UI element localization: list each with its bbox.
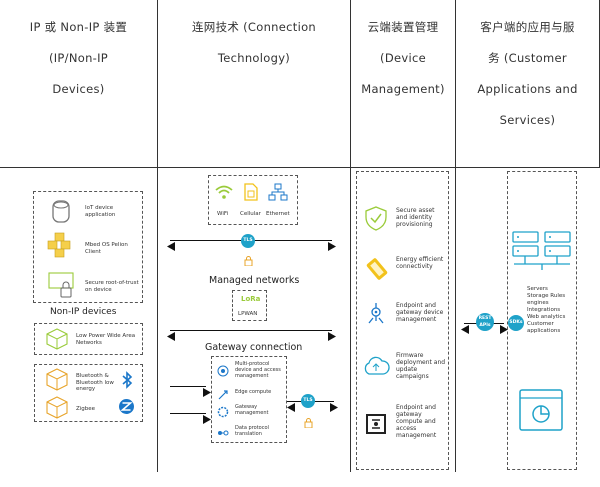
gateway-item-1: Multi-protocol device and access managem… [235, 361, 281, 379]
arrow-right-icon [203, 409, 211, 424]
gateway-management-icon [217, 403, 229, 418]
arrow-right-icon [328, 236, 336, 251]
iot-device-icon [49, 199, 73, 225]
arrow-left-icon [287, 397, 295, 412]
managed-networks-title: Managed networks [209, 275, 300, 286]
bluetooth-zigbee-box [34, 364, 143, 422]
arrow-right-icon [330, 397, 338, 412]
ip-devices-box [33, 191, 143, 303]
tls-badge-gateway: TLS [301, 394, 315, 408]
gateway-item-3: Gateway management [235, 404, 269, 416]
non-ip-title: Non-IP devices [50, 307, 117, 317]
bluetooth-icon [120, 371, 134, 389]
energy-icon [364, 256, 390, 282]
mbed-cubes-icon [45, 232, 75, 260]
mgmt-item-5: Endpoint and gateway compute and access … [396, 404, 437, 439]
data-translation-icon [217, 424, 229, 436]
lpwan-label: LPWAN [238, 311, 258, 317]
mgmt-item-3: Endpoint and gateway device management [396, 302, 444, 323]
edge-compute-icon [217, 386, 229, 400]
tls-badge: TLS [241, 234, 255, 248]
managed-network-line [170, 330, 332, 331]
gateway-input-line-2 [170, 413, 206, 414]
non-ip-item-1-label: Low Power Wide Area Networks [76, 333, 136, 346]
ip-item-2-label: Mbed OS Pelion Client [85, 242, 128, 255]
arrow-left-icon [167, 236, 175, 251]
arrow-left-icon [461, 319, 469, 334]
rest-api-badge: REST APIs [476, 313, 494, 331]
gateway-box [211, 356, 287, 443]
cellular-label: Cellular [240, 211, 261, 217]
lora-label: LoRa [241, 295, 261, 303]
wifi-icon [215, 184, 233, 200]
zigbee-icon [118, 398, 135, 415]
mgmt-item-4: Firmware deployment and update campaigns [396, 352, 446, 380]
gateway-connection-title: Gateway connection [205, 342, 303, 353]
cloud-update-icon [362, 355, 390, 377]
col-divider-1 [157, 0, 158, 472]
mgmt-item-2: Energy efficient connectivity [396, 256, 444, 270]
cellular-sim-icon [244, 183, 258, 201]
secure-root-icon [48, 272, 78, 300]
col-divider-2 [350, 0, 351, 472]
non-ip-item-3-label: Zigbee [76, 406, 96, 412]
wifi-label: WiFi [217, 211, 229, 217]
ethernet-label: Ethernet [266, 211, 290, 217]
servers-icon [512, 226, 572, 272]
zigbee-cube-icon [45, 396, 69, 420]
arrow-right-icon [500, 319, 508, 334]
lpwan-box [232, 290, 267, 321]
ip-item-1-label: IoT device application [85, 205, 116, 218]
network-types-box [208, 175, 298, 225]
lock-icon [244, 251, 253, 267]
dashboard-monitor-icon [519, 389, 563, 431]
ip-item-3-label: Secure root-of-trust on device [85, 280, 139, 293]
arrow-right-icon [203, 382, 211, 397]
compute-access-icon [364, 412, 388, 436]
lock-icon [304, 413, 313, 429]
col-divider-3 [455, 0, 456, 472]
multi-protocol-icon [217, 362, 229, 377]
sdks-badge: SDKs [508, 315, 524, 331]
customer-apps-box [507, 171, 577, 470]
device-management-box [356, 171, 449, 470]
gateway-input-line-1 [170, 386, 206, 387]
gateway-item-4: Data protocol translation [235, 425, 269, 437]
arrow-right-icon [328, 326, 336, 341]
shield-check-icon [364, 205, 388, 231]
mgmt-item-1: Secure asset and identity provisioning [396, 207, 435, 228]
ethernet-icon [268, 183, 288, 201]
lpwan-device-box [34, 323, 143, 355]
header-divider [0, 167, 600, 168]
gateway-item-2: Edge compute [235, 389, 272, 395]
lpwan-cube-icon [45, 328, 69, 350]
non-ip-item-2-label: Bluetooth & Bluetooth low energy [76, 373, 114, 392]
arrow-left-icon [167, 326, 175, 341]
services-text: Servers Storage Rules engines Integratio… [527, 286, 566, 334]
device-management-icon [366, 302, 386, 326]
bluetooth-cube-icon [45, 368, 69, 392]
